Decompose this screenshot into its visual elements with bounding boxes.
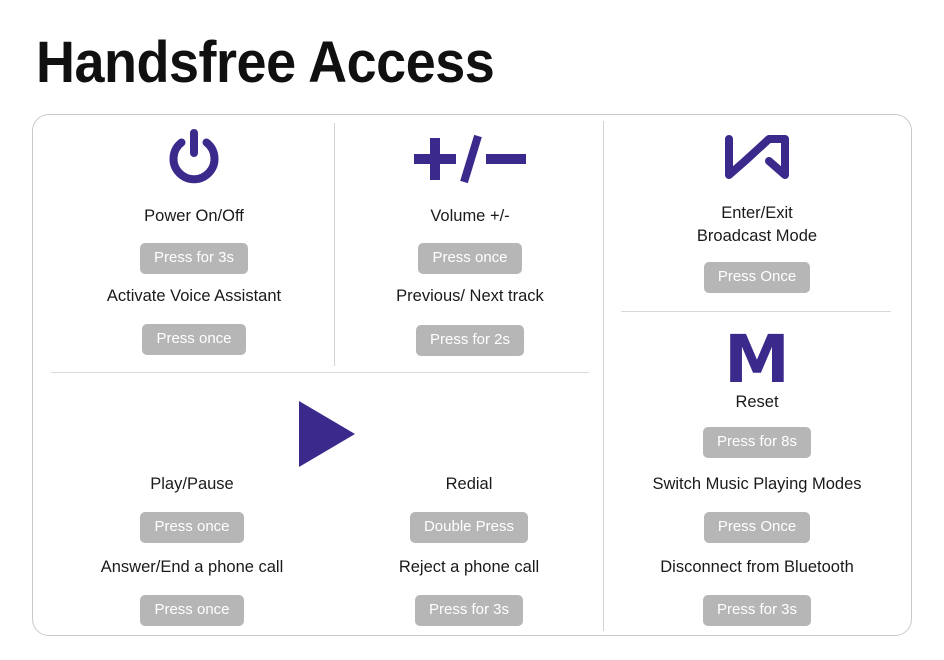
press-badge[interactable]: Press for 3s — [414, 595, 524, 626]
cell-reset: M Reset Press for 8s — [621, 321, 893, 458]
cell-label: Redial — [445, 475, 493, 493]
cell-answer-end-call: Answer/End a phone call Press once — [51, 556, 333, 626]
cell-label: Previous/ Next track — [396, 287, 544, 305]
cell-play-pause: Play/Pause Press once — [51, 473, 333, 543]
play-triangle-icon-wrap — [51, 401, 603, 467]
divider-vertical-left — [334, 123, 335, 366]
press-badge[interactable]: Press once — [140, 512, 244, 543]
press-badge[interactable]: Press for 8s — [702, 427, 812, 458]
press-badge[interactable]: Double Press — [409, 512, 529, 543]
cell-label: Reject a phone call — [398, 558, 540, 576]
cell-volume: Volume +/- Press once — [335, 127, 605, 274]
cell-previous-next-track: Previous/ Next track Press for 2s — [335, 285, 605, 356]
divider-vertical-right — [603, 121, 604, 631]
cell-label: Activate Voice Assistant — [106, 287, 282, 305]
press-badge[interactable]: Press for 3s — [702, 595, 812, 626]
broadcast-bowtie-icon — [719, 129, 795, 185]
cell-label: Reset — [735, 393, 779, 411]
press-badge[interactable]: Press Once — [703, 262, 811, 293]
cell-broadcast-mode: Enter/Exit Broadcast Mode Press Once — [621, 129, 893, 293]
cell-label: Answer/End a phone call — [100, 558, 284, 576]
cell-label: Power On/Off — [144, 207, 244, 225]
press-badge[interactable]: Press once — [142, 324, 246, 355]
cell-label: Volume +/- — [430, 207, 510, 225]
cell-power-on-off: Power On/Off Press for 3s — [53, 127, 335, 274]
cell-label: Enter/Exit Broadcast Mode — [696, 204, 818, 245]
cell-disconnect-bluetooth: Disconnect from Bluetooth Press for 3s — [621, 556, 893, 626]
press-badge[interactable]: Press once — [418, 243, 522, 274]
cell-voice-assistant: Activate Voice Assistant Press once — [53, 285, 335, 355]
press-badge[interactable]: Press for 2s — [415, 325, 525, 356]
cell-label: Disconnect from Bluetooth — [660, 558, 854, 576]
press-badge[interactable]: Press for 3s — [139, 243, 249, 274]
plus-minus-icon — [408, 127, 532, 191]
page-title: Handsfree Access — [36, 30, 495, 95]
cell-reject-call: Reject a phone call Press for 3s — [335, 556, 603, 626]
play-triangle-icon — [299, 401, 355, 467]
power-icon — [163, 127, 225, 191]
controls-card: Power On/Off Press for 3s Activate Voice… — [32, 114, 912, 636]
cell-redial: Redial Double Press — [335, 473, 603, 543]
cell-switch-music-modes: Switch Music Playing Modes Press Once — [621, 473, 893, 543]
press-badge[interactable]: Press Once — [703, 512, 811, 543]
divider-horizontal-right-column — [621, 311, 891, 312]
cell-label: Switch Music Playing Modes — [652, 475, 862, 493]
press-badge[interactable]: Press once — [140, 595, 244, 626]
divider-horizontal-left-block — [51, 372, 589, 373]
cell-label: Play/Pause — [150, 475, 234, 493]
letter-m-icon: M — [724, 321, 790, 398]
